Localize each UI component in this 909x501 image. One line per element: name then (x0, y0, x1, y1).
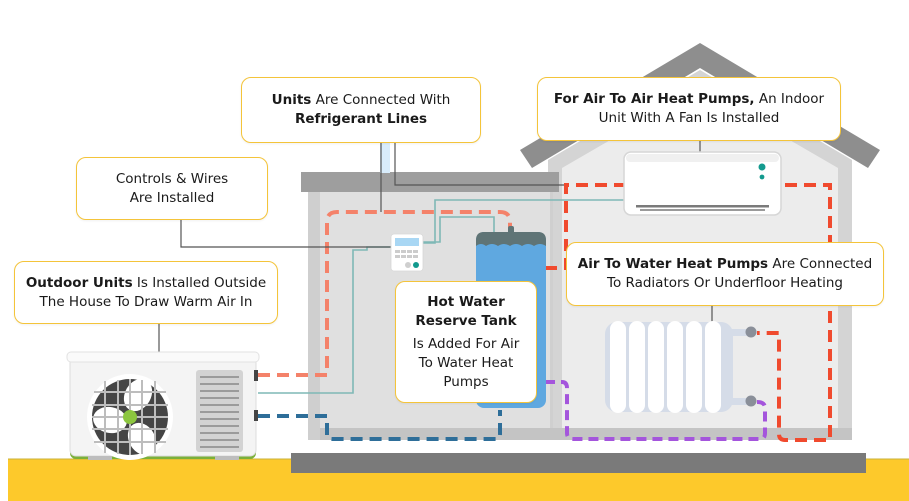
indoor-unit (623, 151, 782, 216)
radiator (605, 321, 757, 413)
thermostat (390, 233, 424, 272)
callout-refrigerant-bold: Units (271, 92, 312, 108)
fan-hub (123, 410, 137, 424)
callout-outdoor-bold: Outdoor Units (25, 274, 133, 291)
outdoor-unit-lid (66, 351, 260, 363)
thermostat-screen (395, 238, 419, 246)
callout-tank-title2: Reserve Tank (415, 312, 517, 329)
roof (520, 43, 880, 168)
callout-refrigerant-text: Are Connected With (311, 92, 451, 108)
radiator-valve-top (745, 326, 757, 338)
callout-controls-line1: Controls & Wires (115, 170, 229, 187)
thermostat-button-teal (413, 262, 419, 268)
callout-outdoor-unit: Outdoor Units Is Installed Outside The H… (14, 261, 278, 324)
outdoor-port-top (254, 370, 258, 381)
callout-radiators-bold: Air To Water Heat Pumps (577, 256, 769, 272)
indoor-unit-top (626, 154, 779, 162)
radiator-pipe-bottom (730, 398, 752, 405)
indoor-unit-light-large (758, 163, 766, 171)
callout-refrigerant-lines: Units Are Connected With Refrigerant Lin… (241, 77, 481, 143)
callout-indoor-unit: For Air To Air Heat Pumps, An Indoor Uni… (537, 77, 841, 141)
left-roof-slab (301, 172, 559, 192)
indoor-unit-vent (636, 205, 769, 208)
outdoor-port-bottom (254, 410, 258, 421)
callout-indoor-text: An Indoor (754, 91, 825, 107)
tank-top (476, 232, 546, 246)
callout-tank-body1: Is Added For Air (412, 335, 520, 352)
outdoor-unit (66, 351, 260, 460)
leader-controls (180, 220, 403, 248)
refrigerant-conduit (380, 143, 390, 173)
hot-line-indoor-loop (545, 183, 832, 442)
callout-tank-body3: Pumps (443, 373, 489, 390)
radiator-pipe-top (730, 329, 752, 336)
refrigerant-line (258, 210, 512, 377)
foundation (291, 453, 866, 473)
tank-valve (508, 226, 514, 234)
radiator-line (545, 380, 767, 441)
outdoor-unit-foot-left (88, 456, 112, 460)
callout-tank-title1: Hot Water (427, 293, 505, 310)
thermostat-button-grey (405, 262, 411, 268)
callout-tank-body2: To Water Heat (418, 354, 514, 371)
vent-slats (200, 376, 239, 448)
callout-refrigerant-bold-2: Refrigerant Lines (294, 111, 428, 127)
radiator-valve-bottom (745, 395, 757, 407)
cold-line (258, 410, 502, 441)
callout-radiators-line2: To Radiators Or Underfloor Heating (607, 275, 843, 291)
callout-indoor-line2: Unit With A Fan Is Installed (598, 110, 780, 126)
callout-radiators: Air To Water Heat Pumps Are Connected To… (566, 242, 884, 306)
indoor-unit-vent-2 (640, 209, 765, 211)
indoor-unit-light-small (759, 174, 765, 180)
control-wire-tank (422, 216, 495, 243)
callout-hot-water-tank: Hot Water Reserve Tank Is Added For Air … (395, 281, 537, 403)
callout-controls-line2: Are Installed (129, 189, 215, 206)
callout-controls-wires: Controls & Wires Are Installed (76, 157, 268, 220)
callout-outdoor-text: Is Installed Outside (132, 274, 267, 291)
callout-radiators-text: Are Connected (768, 256, 873, 272)
leader-refrigerant-indoor (394, 143, 566, 186)
callout-outdoor-line2: The House To Draw Warm Air In (39, 293, 253, 310)
air-conditioner-icon (623, 151, 782, 216)
outdoor-unit-foot-right (215, 456, 239, 460)
callout-indoor-bold: For Air To Air Heat Pumps, (553, 91, 755, 107)
